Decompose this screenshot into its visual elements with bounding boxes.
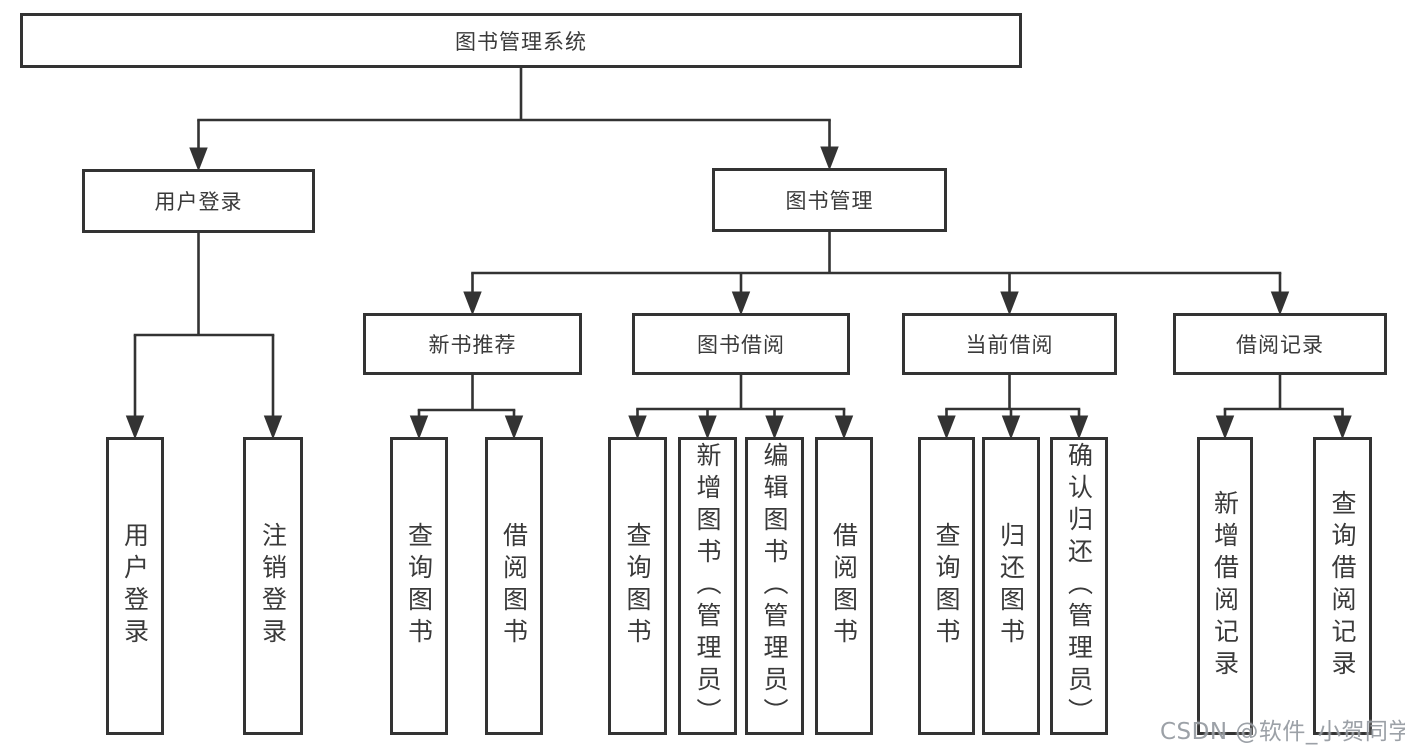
arrowhead [1000, 291, 1019, 316]
diagram-node-logout-leaf: 注销登录 [243, 437, 303, 735]
node-label: 图书借阅 [697, 333, 785, 357]
watermark: CSDN @软件_小贺同学 [1160, 719, 1405, 745]
node-label: 查询图书 [623, 522, 652, 650]
node-label: 当前借阅 [965, 333, 1054, 357]
diagram-node-user-login: 用户登录 [82, 169, 315, 233]
node-label: 用户登录 [154, 190, 243, 214]
node-label: 新增借阅记录 [1210, 490, 1240, 682]
diagram-node-borrow-books-borrow: 借阅图书 [815, 437, 873, 735]
arrowhead [628, 415, 647, 440]
node-label: 确认归还（管理员） [1064, 442, 1094, 730]
arrowhead [504, 415, 524, 440]
diagram-node-query-books-rec: 查询图书 [390, 437, 448, 735]
diagram-node-new-book-rec: 新书推荐 [363, 313, 582, 375]
arrowhead [1270, 291, 1290, 316]
node-label: 新增图书（管理员） [693, 442, 722, 730]
node-label: 图书管理系统 [455, 29, 587, 54]
node-label: 借阅图书 [829, 522, 859, 650]
arrowhead [1001, 415, 1021, 440]
diagram-node-book-mgmt: 图书管理 [712, 168, 947, 232]
arrowhead [731, 291, 751, 316]
arrowhead [409, 415, 429, 440]
diagram-node-borrow-records: 借阅记录 [1173, 313, 1387, 375]
diagram-node-book-borrow: 图书借阅 [632, 313, 850, 375]
node-label: 注销登录 [258, 522, 288, 650]
arrowhead [1069, 415, 1089, 440]
diagram-node-confirm-return-admin: 确认归还（管理员） [1050, 437, 1108, 735]
diagram-node-add-borrow-record: 新增借阅记录 [1197, 437, 1253, 735]
diagram-node-borrow-books-rec: 借阅图书 [485, 437, 543, 735]
node-label: 查询借阅记录 [1328, 490, 1357, 682]
diagram-node-query-books-borrow: 查询图书 [608, 437, 667, 735]
arrowhead [820, 146, 839, 171]
node-label: 用户登录 [120, 522, 150, 650]
node-label: 新书推荐 [428, 333, 517, 357]
node-label: 查询图书 [932, 522, 961, 650]
node-label: 编辑图书（管理员） [760, 442, 789, 730]
node-label: 查询图书 [404, 522, 434, 650]
diagram-node-return-books: 归还图书 [982, 437, 1040, 735]
diagram-node-login-leaf: 用户登录 [106, 437, 164, 735]
diagram-node-add-books-admin: 新增图书（管理员） [678, 437, 737, 735]
arrowhead [765, 415, 784, 440]
diagram-node-edit-books-admin: 编辑图书（管理员） [745, 437, 804, 735]
node-label: 归还图书 [996, 522, 1026, 650]
diagram-node-current-borrow: 当前借阅 [902, 313, 1117, 375]
diagram-node-query-borrow-record: 查询借阅记录 [1313, 437, 1372, 735]
arrowhead [263, 415, 283, 440]
arrowhead [834, 415, 854, 440]
arrowhead [1215, 415, 1235, 440]
arrowhead [463, 291, 482, 316]
node-label: 借阅记录 [1236, 333, 1324, 357]
node-label: 图书管理 [785, 189, 874, 213]
arrowhead [1333, 415, 1352, 440]
arrowhead [125, 415, 145, 440]
node-label: 借阅图书 [499, 522, 529, 650]
diagram-node-root: 图书管理系统 [20, 13, 1022, 68]
diagram-node-query-books-current: 查询图书 [918, 437, 975, 735]
arrowhead [698, 415, 717, 440]
arrowhead [937, 415, 956, 440]
arrowhead [189, 147, 208, 172]
